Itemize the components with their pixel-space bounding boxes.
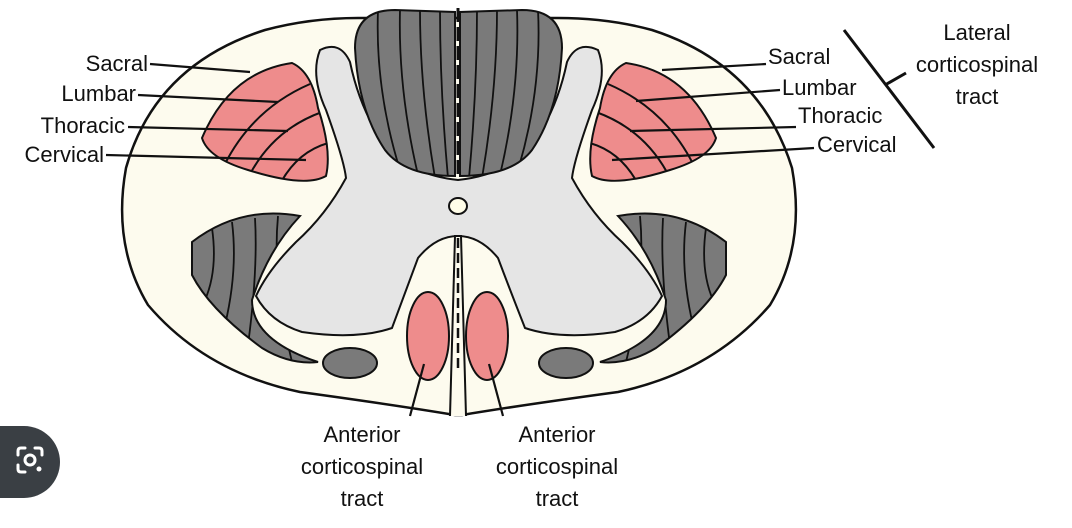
- label-left-lumbar: Lumbar: [61, 81, 136, 106]
- label-lateral-corticospinal-tract: Lateral corticospinal tract: [916, 20, 1038, 109]
- label-anterior-corticospinal-tract-right: Anterior corticospinal tract: [496, 422, 618, 511]
- svg-text:Anterior: Anterior: [518, 422, 595, 447]
- svg-text:corticospinal: corticospinal: [916, 52, 1038, 77]
- ventral-oval-left: [322, 347, 378, 379]
- dorsal-column-left: [353, 8, 456, 178]
- label-right-sacral: Sacral: [768, 44, 830, 69]
- svg-text:Anterior: Anterior: [323, 422, 400, 447]
- svg-text:tract: tract: [341, 486, 384, 511]
- label-right-cervical: Cervical: [817, 132, 896, 157]
- svg-text:tract: tract: [536, 486, 579, 511]
- dorsal-column-right: [459, 8, 564, 178]
- lateral-corticospinal-tract-right: [589, 61, 718, 182]
- ventral-median-fissure: [449, 235, 467, 417]
- svg-text:tract: tract: [956, 84, 999, 109]
- google-lens-icon: [12, 442, 48, 483]
- ventral-oval-right: [538, 347, 594, 379]
- svg-text:Lateral: Lateral: [943, 20, 1010, 45]
- label-right-thoracic: Thoracic: [798, 103, 882, 128]
- lens-search-button[interactable]: [0, 426, 60, 498]
- leader-lines-left: [105, 62, 307, 162]
- label-left-sacral: Sacral: [86, 51, 148, 76]
- leader-lines-right: [611, 62, 815, 162]
- label-right-lumbar: Lumbar: [782, 75, 857, 100]
- anterior-leader-right: [487, 363, 505, 417]
- label-left-thoracic: Thoracic: [41, 113, 125, 138]
- anterior-corticospinal-tract-left: [406, 291, 450, 381]
- label-left-cervical: Cervical: [25, 142, 104, 167]
- label-anterior-corticospinal-tract-left: Anterior corticospinal tract: [301, 422, 423, 511]
- svg-text:corticospinal: corticospinal: [496, 454, 618, 479]
- central-canal: [448, 197, 468, 215]
- svg-text:corticospinal: corticospinal: [301, 454, 423, 479]
- anterior-corticospinal-tract-right: [465, 291, 509, 381]
- anterior-leader-left: [408, 363, 426, 417]
- lateral-tract-bracket: [842, 29, 936, 149]
